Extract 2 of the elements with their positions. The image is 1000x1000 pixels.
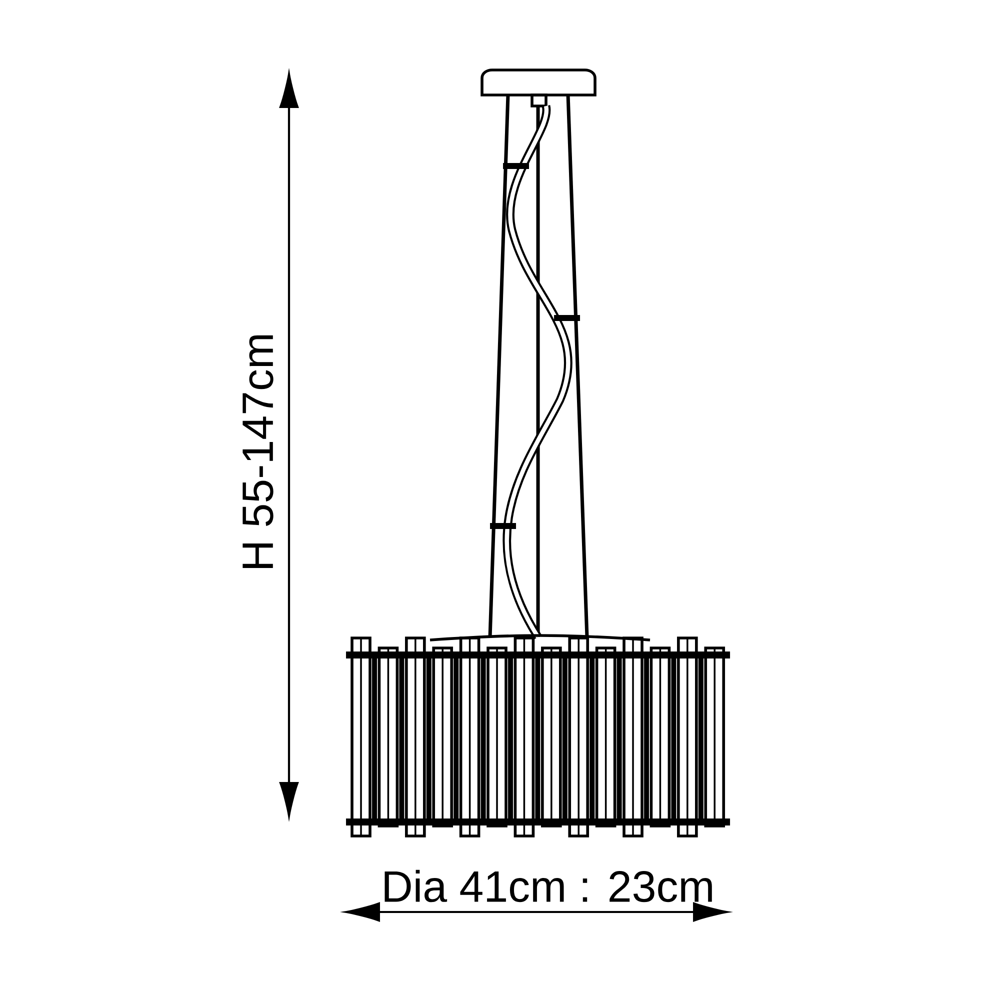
dimension-label: H 55-147cm <box>242 335 274 568</box>
dimension-label: Dia 41cm : 23cm <box>384 870 712 902</box>
